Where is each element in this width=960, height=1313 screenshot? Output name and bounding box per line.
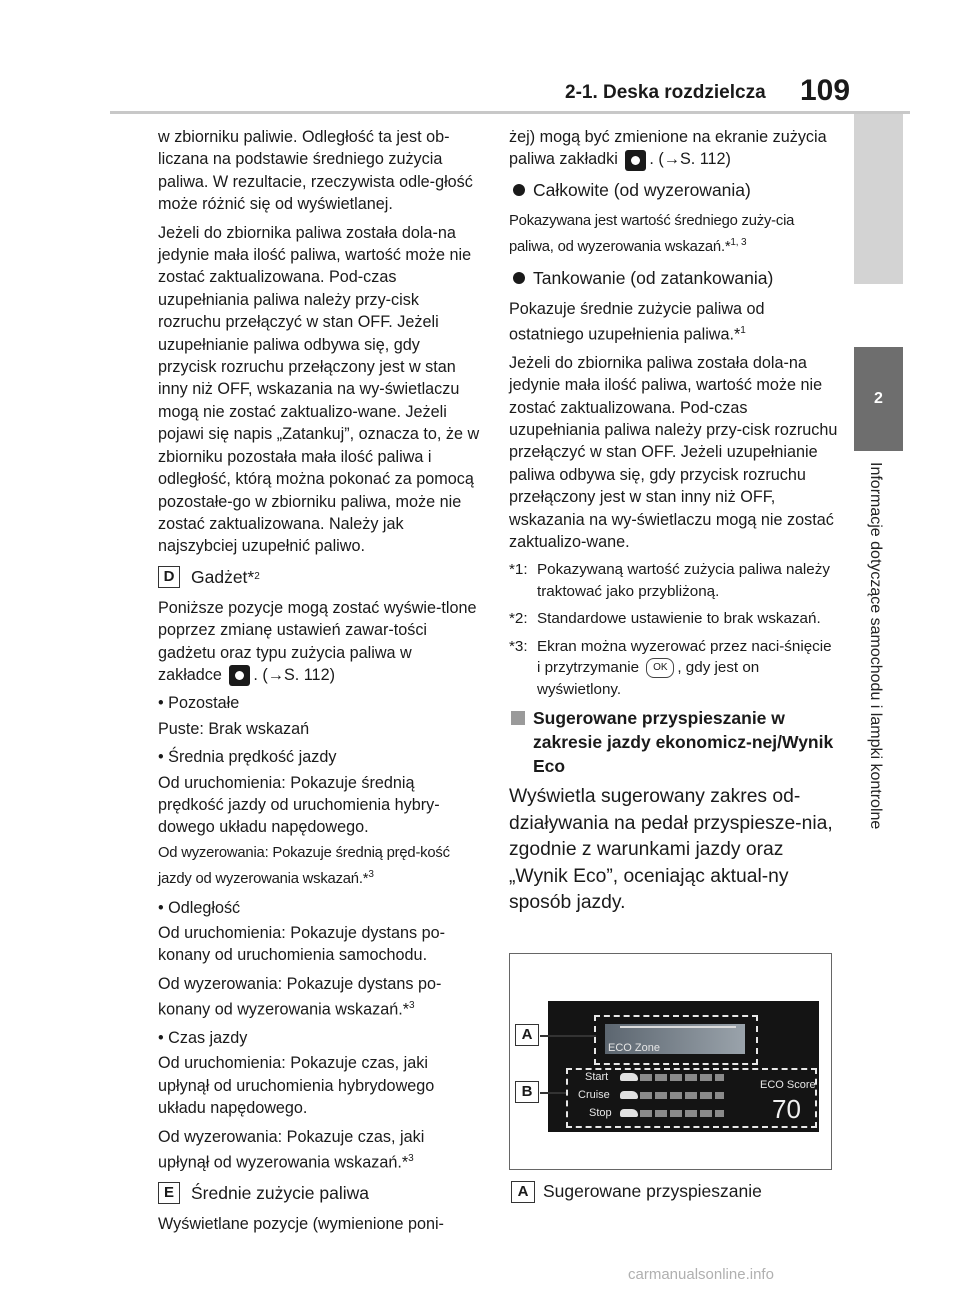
paragraph: Od uruchomienia: Pokazuje czas, jaki upł… [158, 1054, 435, 1118]
list-item: • Odległość [158, 898, 241, 917]
footnote: *2: Standardowe ustawienie to brak wskaz… [509, 608, 839, 630]
car-icon [620, 1073, 638, 1081]
caption-label-box: A [511, 1181, 535, 1203]
callout-label-b: B [515, 1081, 539, 1103]
paragraph: Puste: Brak wskazań [158, 719, 310, 738]
paragraph-text: Od wyzerowania: Pokazuje dystans po-kona… [158, 974, 442, 1019]
footnote-text: Pokazywaną wartość zużycia paliwa należy… [537, 561, 830, 600]
score-segments-cruise [640, 1092, 724, 1099]
paragraph: Jeżeli do zbiornika paliwa została dola-… [509, 353, 838, 551]
subheading-text: Sugerowane przyspieszanie w zakresie jaz… [533, 708, 834, 777]
section-title: 2-1. Deska rozdzielcza [565, 82, 766, 103]
footnote-marker: *1: [509, 561, 528, 579]
footnote-marker: *3: [509, 637, 528, 655]
car-icon [620, 1109, 638, 1117]
lead-paragraph: Wyświetla sugerowany zakres od-działywan… [509, 786, 833, 914]
paragraph-text: . ( [649, 150, 664, 169]
car-icon [620, 1091, 638, 1099]
square-bullet-icon [511, 711, 525, 726]
paragraph-text: S. 112) [679, 150, 731, 169]
paragraph: żej) mogą być zmienione na ekranie zużyc… [509, 126, 839, 171]
bullet-dot-icon [513, 271, 525, 284]
score-segments-start [640, 1074, 724, 1081]
paragraph: Od wyzerowania: Pokazuje średnią pręd-ko… [158, 842, 480, 891]
section-heading-d: D Gadżet*2 [158, 565, 480, 589]
eco-score-label: ECO Score [760, 1079, 816, 1091]
subsection-heading: Całkowite (od wyzerowania) [509, 178, 839, 202]
footnote: *3: Ekran można wyzerować przez naci-śni… [509, 636, 839, 701]
section-label-box: E [158, 1181, 180, 1204]
eco-zone-bar [605, 1024, 745, 1054]
subsection-heading-text: Całkowite (od wyzerowania) [533, 179, 751, 200]
leader-line [540, 1035, 596, 1037]
paragraph: Jeżeli do zbiornika paliwa została dola-… [158, 223, 480, 556]
footnote-text: Ekran można wyzerować przez naci-śnięcie… [537, 636, 839, 701]
paragraph-text: żej) mogą być zmienione na ekranie zużyc… [509, 128, 827, 169]
paragraph: Od uruchomienia: Pokazuje średnią prędko… [158, 773, 440, 837]
section-heading-text: Gadżet* [191, 566, 255, 587]
paragraph: Pokazywana jest wartość średniego zuży-c… [509, 210, 839, 259]
callout-label-a: A [515, 1024, 539, 1046]
chapter-tab: 2 [854, 347, 903, 451]
side-tab-top [854, 114, 903, 284]
left-column: w zbiorniku paliwie. Odległość ta jest o… [158, 126, 480, 1241]
chapter-tab-label: Informacje dotyczące samochodu i lampki … [867, 462, 884, 830]
region-b-outline [566, 1068, 817, 1128]
arrow-right-icon: → [663, 150, 680, 169]
eco-zone-label: ECO Zone [608, 1042, 660, 1054]
footnote-text-part: Ekran można wyzerować przez naci-śnięcie… [537, 637, 832, 677]
gear-icon [229, 665, 251, 687]
row-label-stop: Stop [589, 1107, 612, 1119]
gear-icon [625, 149, 647, 171]
footnote-text-part: , gdy jest on wyświetlony. [537, 659, 760, 698]
paragraph: Wyświetlane pozycje (wymienione poni- [158, 1214, 444, 1233]
paragraph: Poniższe pozycje mogą zostać wyświe-tlon… [158, 597, 480, 687]
leader-line [540, 1092, 568, 1094]
footnote-ref: 1 [740, 324, 746, 336]
bullet-dot-icon [513, 183, 525, 196]
subsection-heading: Tankowanie (od zatankowania) [509, 266, 839, 290]
figure-caption: Sugerowane przyspieszanie [543, 1181, 762, 1201]
paragraph-text: Pokazuje średnie zużycie paliwa od ostat… [509, 299, 765, 344]
ok-button-icon: OK [646, 658, 675, 679]
arrow-right-icon: → [267, 665, 284, 684]
row-label-start: Start [585, 1071, 609, 1083]
watermark: carmanualsonline.info [628, 1266, 774, 1283]
zone-marker [620, 1026, 736, 1028]
paragraph: Pokazuje średnie zużycie paliwa od ostat… [509, 298, 839, 346]
page-number: 109 [800, 74, 851, 107]
row-label-cruise: Cruise [578, 1089, 610, 1101]
section-heading-text: Średnie zużycie paliwa [191, 1182, 370, 1203]
paragraph: w zbiorniku paliwie. Odległość ta jest o… [158, 128, 473, 214]
section-label-box: D [158, 565, 180, 588]
subsection-heading-text: Tankowanie (od zatankowania) [533, 267, 774, 288]
footnote-ref: 3 [409, 1000, 415, 1012]
footnote-ref: 2 [254, 570, 260, 582]
paragraph-text: Od wyzerowania: Pokazuje czas, jaki upły… [158, 1127, 425, 1172]
eco-score-value: 70 [772, 1094, 801, 1124]
paragraph: Od uruchomienia: Pokazuje dystans po-kon… [158, 923, 446, 965]
footnote-text: Standardowe ustawienie to brak wskazań. [537, 610, 821, 628]
footnote-ref: 3 [368, 869, 374, 881]
header-rule [110, 111, 910, 114]
paragraph: Od wyzerowania: Pokazuje dystans po-kona… [158, 973, 480, 1021]
subheading: Sugerowane przyspieszanie w zakresie jaz… [509, 706, 839, 778]
list-item: • Średnia prędkość jazdy [158, 748, 337, 767]
region-a-outline [594, 1015, 758, 1065]
paragraph-text: S. 112) [283, 665, 335, 684]
list-item: • Czas jazdy [158, 1028, 248, 1047]
right-column: żej) mogą być zmienione na ekranie zużyc… [509, 126, 839, 927]
footnote-ref: 1, 3 [730, 237, 747, 249]
section-heading-e: E Średnie zużycie paliwa [158, 1181, 480, 1205]
paragraph-text: Od wyzerowania: Pokazuje średnią pręd-ko… [158, 844, 450, 888]
paragraph: Od wyzerowania: Pokazuje czas, jaki upły… [158, 1126, 480, 1174]
paragraph-text: Poniższe pozycje mogą zostać wyświe-tlon… [158, 598, 477, 684]
footnote-marker: *2: [509, 610, 528, 628]
paragraph-text: Pokazywana jest wartość średniego zuży-c… [509, 212, 795, 256]
footnote: *1: Pokazywaną wartość zużycia paliwa na… [509, 559, 839, 602]
list-item: • Pozostałe [158, 694, 240, 713]
score-segments-stop [640, 1110, 724, 1117]
paragraph-text: . ( [253, 665, 268, 684]
footnote-ref: 3 [408, 1152, 414, 1164]
